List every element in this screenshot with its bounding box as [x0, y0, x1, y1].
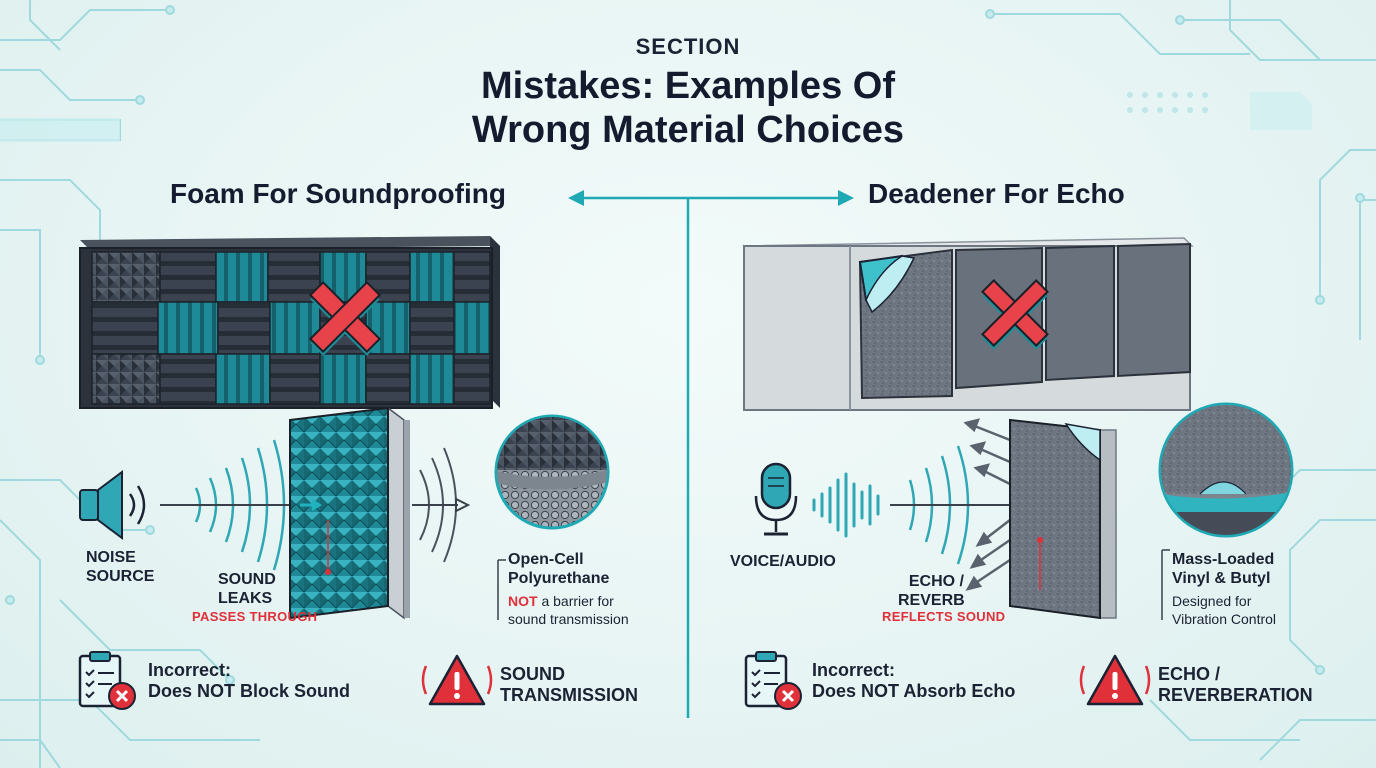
left-warning-label: SOUND TRANSMISSION — [500, 664, 639, 705]
voice-audio-label: VOICE/AUDIO — [730, 553, 836, 570]
reflects-sound-note: REFLECTS SOUND — [882, 609, 1006, 624]
right-warning-label: ECHO / REVERBERATION — [1158, 664, 1313, 705]
sound-leaks-label: SOUND LEAKS — [218, 571, 276, 607]
echo-reverb-label: ECHO / REVERB — [898, 573, 965, 609]
mlv-note: Designed for Vibration Control — [1172, 593, 1277, 627]
wrong-cross-icon — [308, 280, 382, 356]
warning-triangle-icon — [421, 654, 493, 706]
mlv-material-label: Mass-Loaded Vinyl & Butyl — [1172, 551, 1275, 587]
microphone-icon — [754, 462, 798, 536]
open-cell-material-label: Open-Cell Polyurethane — [508, 551, 610, 587]
warning-triangle-icon-right — [1079, 654, 1151, 706]
right-incorrect-label: Incorrect: Does NOT Absorb Echo — [812, 660, 1016, 701]
page-title-line-2: Wrong Material Choices — [471, 109, 905, 151]
speaker-icon — [79, 470, 146, 540]
noise-source-label: NOISE SOURCE — [86, 549, 155, 585]
open-cell-note: NOT a barrier for sound transmission — [508, 593, 629, 627]
page-title-line-1: Mistakes: Examples Of — [481, 65, 895, 107]
right-column-title: Deadener For Echo — [868, 178, 1125, 209]
deadener-zoom-detail — [1158, 402, 1294, 538]
page-title: Mistakes: Examples Of Wrong Material Cho… — [0, 64, 1376, 152]
clipboard-wrong-icon-right — [744, 651, 802, 710]
foam-zoom-detail — [494, 414, 610, 530]
clipboard-wrong-icon — [78, 651, 136, 710]
passes-through-note: PASSES THROUGH — [192, 609, 318, 624]
section-eyebrow: SECTION — [635, 34, 741, 59]
left-incorrect-label: Incorrect: Does NOT Block Sound — [148, 660, 351, 701]
audio-waveform — [812, 472, 880, 538]
wrong-cross-icon-right — [981, 279, 1049, 350]
left-column-title: Foam For Soundproofing — [170, 178, 506, 209]
